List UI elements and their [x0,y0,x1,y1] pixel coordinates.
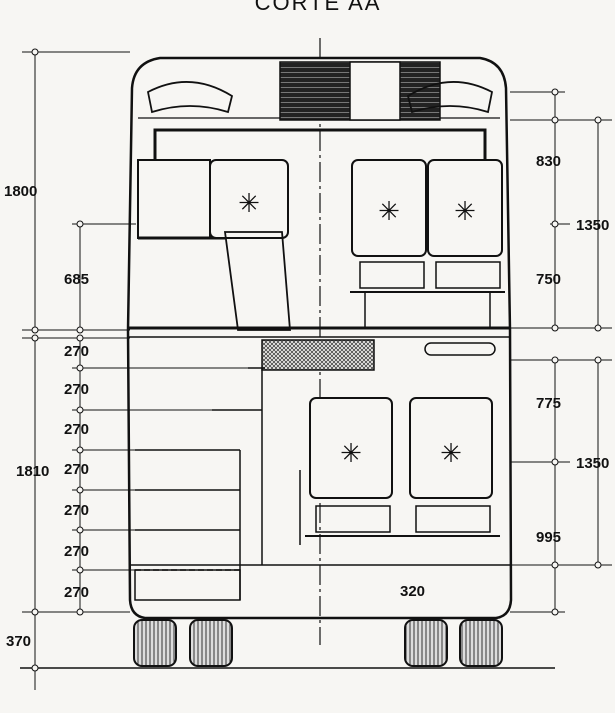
upper-seat-right-1: ✳ [351,159,427,289]
dim-left-bottom: 370 [6,633,31,650]
dim-right-upper-top: 830 [536,153,561,170]
stair-grating [261,339,375,371]
dim-right-upper-total: 1350 [576,217,609,234]
right-dimension-ticks [551,88,602,616]
dim-step-1: 270 [64,343,89,360]
dim-step-6: 270 [64,543,89,560]
svg-text:✳: ✳ [440,438,462,468]
upper-deck-outline [126,56,512,331]
lower-deck-outline [126,329,513,620]
right-wheels [404,619,503,667]
lower-seat-left: ✳ [309,397,393,533]
dim-step-5: 270 [64,502,89,519]
svg-text:✳: ✳ [340,438,362,468]
dim-step-4: 270 [64,461,89,478]
dim-left-lower-total: 1810 [16,463,49,480]
upper-seat-left: ✳ [209,159,291,331]
svg-text:✳: ✳ [378,196,400,226]
dim-left-upper-total: 1800 [4,183,37,200]
dim-right-lower-top: 775 [536,395,561,412]
dim-left-upper-inner: 685 [64,271,89,288]
dim-right-lower-bottom: 995 [536,529,561,546]
upper-seat-right-2: ✳ [427,159,503,289]
roof-hatch [349,61,401,121]
left-dimension-ticks [31,48,84,672]
dim-step-3: 270 [64,421,89,438]
dim-right-upper-bottom: 750 [536,271,561,288]
upper-handrail [153,128,487,170]
left-dimension-lines [22,51,250,690]
left-wheels [133,619,233,667]
upper-cabinet [137,159,211,239]
svg-text:✳: ✳ [454,196,476,226]
drawing-title: CORTE AA [255,0,382,15]
dim-step-7: 270 [64,584,89,601]
left-luggage-rack [146,81,234,114]
lower-seat-right: ✳ [409,397,493,533]
svg-text:✳: ✳ [238,188,260,218]
right-luggage-rack [406,81,494,114]
staircase [134,367,265,601]
lower-handrail [424,342,496,356]
dim-right-lower-total: 1350 [576,455,609,472]
dim-floor-step: 320 [400,583,425,600]
dim-step-2: 270 [64,381,89,398]
